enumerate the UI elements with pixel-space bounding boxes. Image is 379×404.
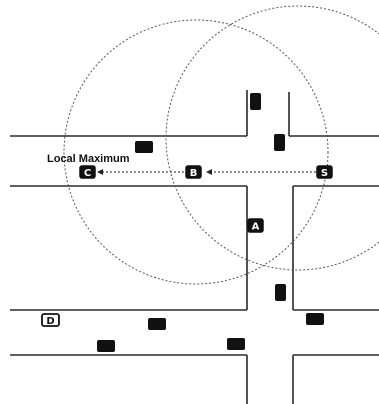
point-c-marker bbox=[79, 165, 96, 179]
point-s-marker bbox=[316, 165, 333, 179]
point-c: C bbox=[79, 165, 96, 179]
point-c-label: C bbox=[84, 168, 91, 179]
car-marker bbox=[135, 141, 153, 153]
car-marker bbox=[275, 284, 286, 301]
point-d-marker bbox=[41, 313, 60, 327]
local-maximum-caption: Local Maximum bbox=[47, 153, 130, 165]
car-marker bbox=[250, 93, 261, 110]
car-marker bbox=[148, 318, 166, 330]
radius-circle-around-b bbox=[63, 19, 329, 285]
car-marker bbox=[274, 134, 285, 151]
road-network bbox=[10, 90, 379, 404]
point-b-label: B bbox=[190, 168, 198, 179]
point-b: B bbox=[185, 165, 202, 179]
point-s-label: S bbox=[321, 168, 328, 179]
point-b-marker bbox=[185, 165, 202, 179]
point-d: D bbox=[41, 313, 60, 327]
vehicles bbox=[97, 93, 324, 352]
point-a-marker bbox=[247, 218, 264, 233]
point-a: A bbox=[247, 218, 264, 233]
search-radius-circles bbox=[63, 5, 379, 285]
point-a-label: A bbox=[252, 222, 260, 233]
radius-circle-around-s bbox=[165, 5, 379, 271]
point-d-label: D bbox=[46, 316, 54, 327]
point-s: S bbox=[316, 165, 333, 179]
car-marker bbox=[97, 340, 115, 352]
car-marker bbox=[227, 338, 245, 350]
car-marker bbox=[306, 313, 324, 325]
